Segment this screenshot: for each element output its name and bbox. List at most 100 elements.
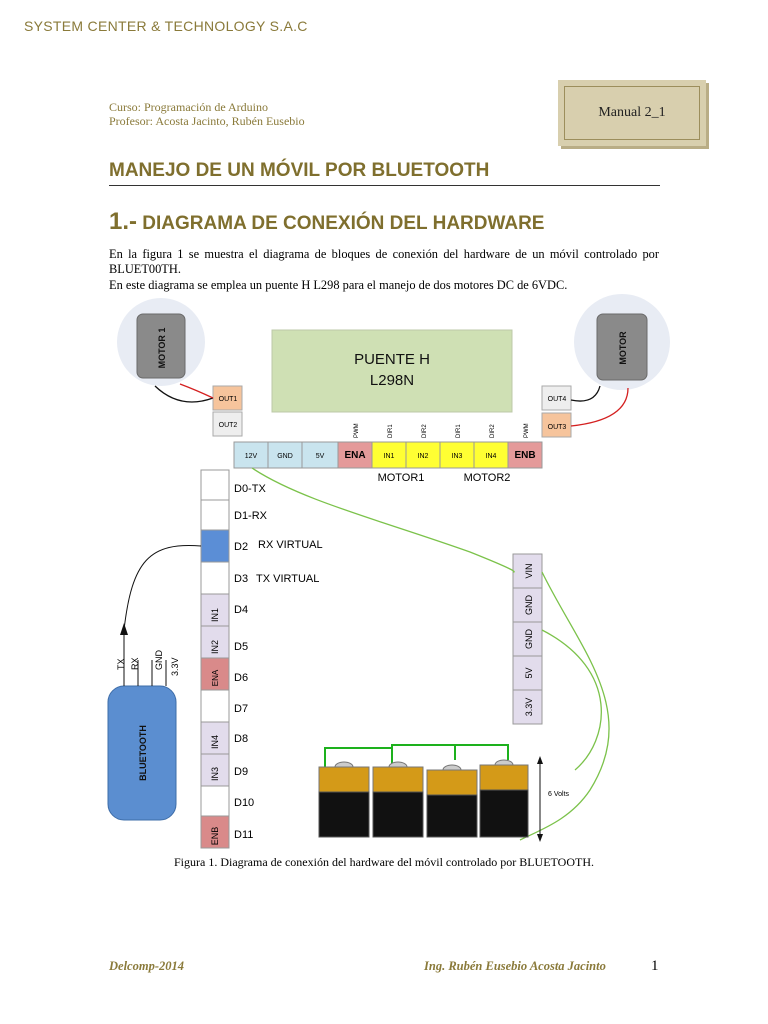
pin-enb-label: ENB	[514, 450, 535, 461]
voltage-label: 6 Volts	[548, 791, 570, 798]
power-gnd-2	[512, 621, 543, 657]
motor-right-body	[596, 313, 648, 381]
course-info: Curso: Programación de Arduino Profesor:…	[109, 100, 305, 128]
pin-in2	[405, 441, 441, 469]
battery-link-1	[324, 747, 393, 770]
section-title: DIAGRAMA DE CONEXIÓN DEL HARDWARE	[142, 213, 545, 234]
wire-vin-battery	[519, 571, 610, 841]
bridge-title: PUENTE H	[354, 351, 430, 368]
figure-caption: Figura 1. Diagrama de conexión del hardw…	[174, 855, 594, 869]
battery-3-top	[426, 769, 478, 796]
pin-ena-label: ENA	[344, 450, 365, 461]
side-ena: ENA	[211, 669, 220, 686]
vlabel-pwm-b: PWM	[524, 423, 530, 438]
power-33v-label: 3.3V	[524, 698, 534, 717]
pin-gnd	[267, 441, 303, 469]
bluetooth-module	[107, 685, 177, 821]
pin-d4-label: D4	[234, 604, 248, 616]
bt-pin-rx: RX	[130, 657, 140, 670]
cell-d0	[200, 469, 230, 501]
voltage-arrow-down-icon	[537, 834, 543, 842]
pin-enb	[507, 441, 543, 469]
connection-diagram: MOTOR 1 MOTOR PUENTE H L298N OUT1 OUT2 O…	[107, 294, 670, 849]
out1-label: OUT1	[219, 396, 238, 403]
motor2-wire-b	[570, 387, 629, 427]
battery-4-top	[479, 764, 529, 791]
section-heading: 1.- DIAGRAMA DE CONEXIÓN DEL HARDWARE	[109, 208, 544, 236]
bt-pin-tx: TX	[116, 658, 126, 670]
bridge-model: L298N	[370, 372, 414, 389]
out4-terminal	[541, 385, 572, 411]
power-5v-label: 5V	[524, 667, 534, 678]
pin-d5-label: D5	[234, 641, 248, 653]
out2-label: OUT2	[219, 422, 238, 429]
bt-rx-wire	[123, 544, 202, 686]
company-name: SYSTEM CENTER & TECHNOLOGY S.A.C	[24, 18, 308, 34]
motor2-group-label: MOTOR2	[464, 472, 511, 484]
battery-4-bottom	[479, 789, 529, 838]
pin-in4-label: IN4	[486, 453, 497, 460]
battery-link-3	[454, 744, 509, 760]
power-33v	[512, 689, 543, 725]
pin-d3-label: D3	[234, 573, 248, 585]
cell-d7	[200, 689, 230, 723]
bt-pin-gnd: GND	[154, 650, 164, 671]
manual-label: Manual 2_1	[564, 86, 700, 140]
out4-label: OUT4	[548, 396, 567, 403]
side-in3: IN3	[210, 767, 220, 781]
footer-right: Ing. Rubén Eusebio Acosta Jacinto	[424, 959, 606, 973]
paragraph-1: En la figura 1 se muestra el diagrama de…	[109, 247, 659, 276]
motor2-wire-a	[570, 385, 601, 402]
battery-pack	[318, 759, 529, 838]
pin-5v	[301, 441, 339, 469]
battery-link-2	[391, 744, 456, 760]
power-gnd1-label: GND	[524, 595, 534, 616]
battery-3-bottom	[426, 794, 478, 838]
pin-d0-label: D0-TX	[234, 483, 266, 495]
vlabel-dir2-b: DIR2	[490, 424, 496, 438]
pin-d8-label: D8	[234, 733, 248, 745]
power-gnd2-label: GND	[524, 629, 534, 650]
out3-terminal	[541, 412, 572, 438]
battery-1-top	[318, 766, 370, 793]
arduino-pin-column	[200, 469, 230, 849]
pin-d11-label: D11	[234, 829, 253, 841]
pin-d1-label: D1-RX	[234, 510, 268, 522]
motor1-group-label: MOTOR1	[378, 472, 425, 484]
cell-d10	[200, 785, 230, 817]
battery-1-bottom	[318, 791, 370, 838]
vlabel-dir2-a: DIR2	[422, 424, 428, 438]
vlabel-dir1-b: DIR1	[456, 424, 462, 438]
battery-2-bottom	[372, 791, 424, 838]
out2-terminal	[212, 411, 243, 437]
pin-in3-label: IN3	[452, 453, 463, 460]
power-gnd-1	[512, 587, 543, 623]
battery-2-top	[372, 766, 424, 793]
pin-gnd-label: GND	[277, 453, 293, 460]
power-vin-label: VIN	[524, 563, 534, 578]
out1-terminal	[212, 385, 243, 411]
bt-pin-33v: 3.3V	[170, 657, 180, 676]
pin-in3	[439, 441, 475, 469]
voltage-arrow-up-icon	[537, 756, 543, 764]
cell-d3	[200, 561, 230, 595]
pin-d7-label: D7	[234, 703, 248, 715]
course-line: Curso: Programación de Arduino	[109, 100, 268, 114]
vlabel-pwm-a: PWM	[354, 423, 360, 438]
pin-12v	[233, 441, 269, 469]
pin-d6-label: D6	[234, 672, 248, 684]
motor-right-label: MOTOR	[618, 331, 628, 365]
title-divider	[109, 185, 660, 186]
pin-12v-label: 12V	[245, 453, 258, 460]
vlabel-dir1-a: DIR1	[388, 424, 394, 438]
side-in4: IN4	[210, 735, 220, 749]
cell-d6	[200, 657, 230, 691]
section-number: 1.-	[109, 208, 138, 235]
pin-in1-label: IN1	[384, 453, 395, 460]
pin-in1	[371, 441, 407, 469]
bt-arrow-icon	[120, 623, 128, 635]
pin-d2-label: D2	[234, 541, 248, 553]
pin-d9-label: D9	[234, 766, 248, 778]
rx-virtual-label: RX VIRTUAL	[258, 539, 323, 551]
tx-virtual-label: TX VIRTUAL	[256, 573, 319, 585]
